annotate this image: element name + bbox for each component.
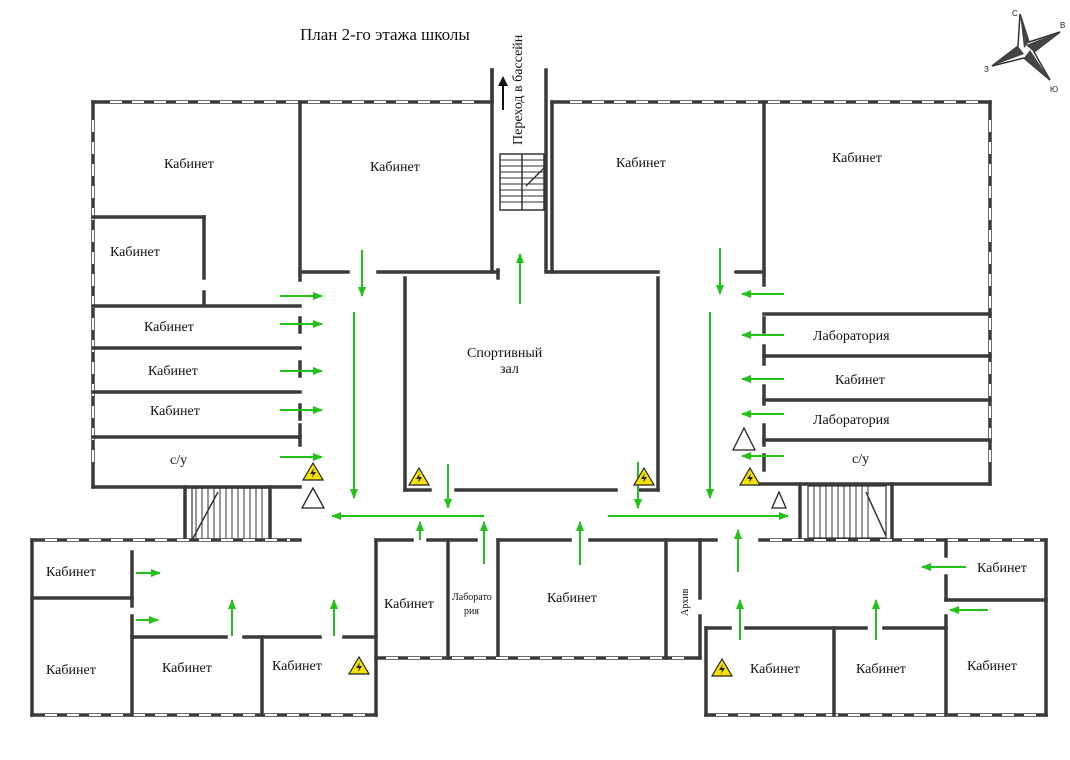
room-label: Кабинет: [370, 160, 420, 175]
warning-triangle-icon: [731, 426, 757, 451]
staircase-icon: [798, 482, 894, 542]
room-label: Лаборатория: [813, 413, 890, 428]
room-label: Архив: [680, 588, 691, 616]
room-label: Кабинет: [150, 404, 200, 419]
high-voltage-icon: [348, 656, 370, 675]
room-label: Кабинет: [547, 591, 597, 606]
room-label: Кабинет: [616, 156, 666, 171]
gym-label: Спортивный: [467, 346, 543, 361]
room-label: Кабинет: [384, 597, 434, 612]
staircase-icon: [183, 485, 272, 542]
room-labels: Кабинет Кабинет Кабинет Кабинет Кабинет …: [46, 151, 1027, 678]
room-label: Кабинет: [856, 662, 906, 677]
room-label: Кабинет: [832, 151, 882, 166]
warning-triangle-icon: [771, 490, 787, 509]
compass-e: В: [1060, 21, 1065, 30]
gym-label: зал: [500, 362, 519, 377]
room-label: Кабинет: [750, 662, 800, 677]
room-label: Лаборатория: [813, 329, 890, 344]
room-label: Кабинет: [144, 320, 194, 335]
high-voltage-icon: [739, 467, 761, 486]
room-label: Кабинет: [162, 661, 212, 676]
room-label: с/у: [852, 452, 869, 467]
room-label: рия: [464, 606, 479, 617]
staircase-icon: [499, 153, 547, 211]
high-voltage-icon: [408, 467, 430, 486]
room-label: Кабинет: [835, 373, 885, 388]
room-label: Лаборато: [452, 592, 492, 603]
evacuation-arrows: [136, 248, 988, 640]
warning-triangle-icon: [300, 486, 326, 509]
room-label: Кабинет: [148, 364, 198, 379]
walls-lower: [30, 538, 1048, 717]
room-label: Кабинет: [164, 157, 214, 172]
room-label: Кабинет: [977, 561, 1027, 576]
compass-w: З: [984, 65, 989, 74]
compass-rose-icon: С В Ю З: [984, 9, 1065, 94]
compass-n: С: [1012, 9, 1018, 18]
room-label: Кабинет: [46, 663, 96, 678]
high-voltage-icon: [711, 658, 733, 677]
walls-upper: [91, 68, 992, 492]
room-label: Кабинет: [967, 659, 1017, 674]
passage-arrow-head: [498, 76, 508, 86]
room-label: Кабинет: [46, 565, 96, 580]
room-label: Кабинет: [272, 659, 322, 674]
compass-s: Ю: [1050, 85, 1058, 94]
passage-label: Переход в бассейн: [511, 34, 526, 145]
plan-title: План 2-го этажа школы: [300, 25, 470, 44]
room-label: с/у: [170, 453, 187, 468]
high-voltage-icon: [302, 462, 324, 481]
room-label: Кабинет: [110, 245, 160, 260]
